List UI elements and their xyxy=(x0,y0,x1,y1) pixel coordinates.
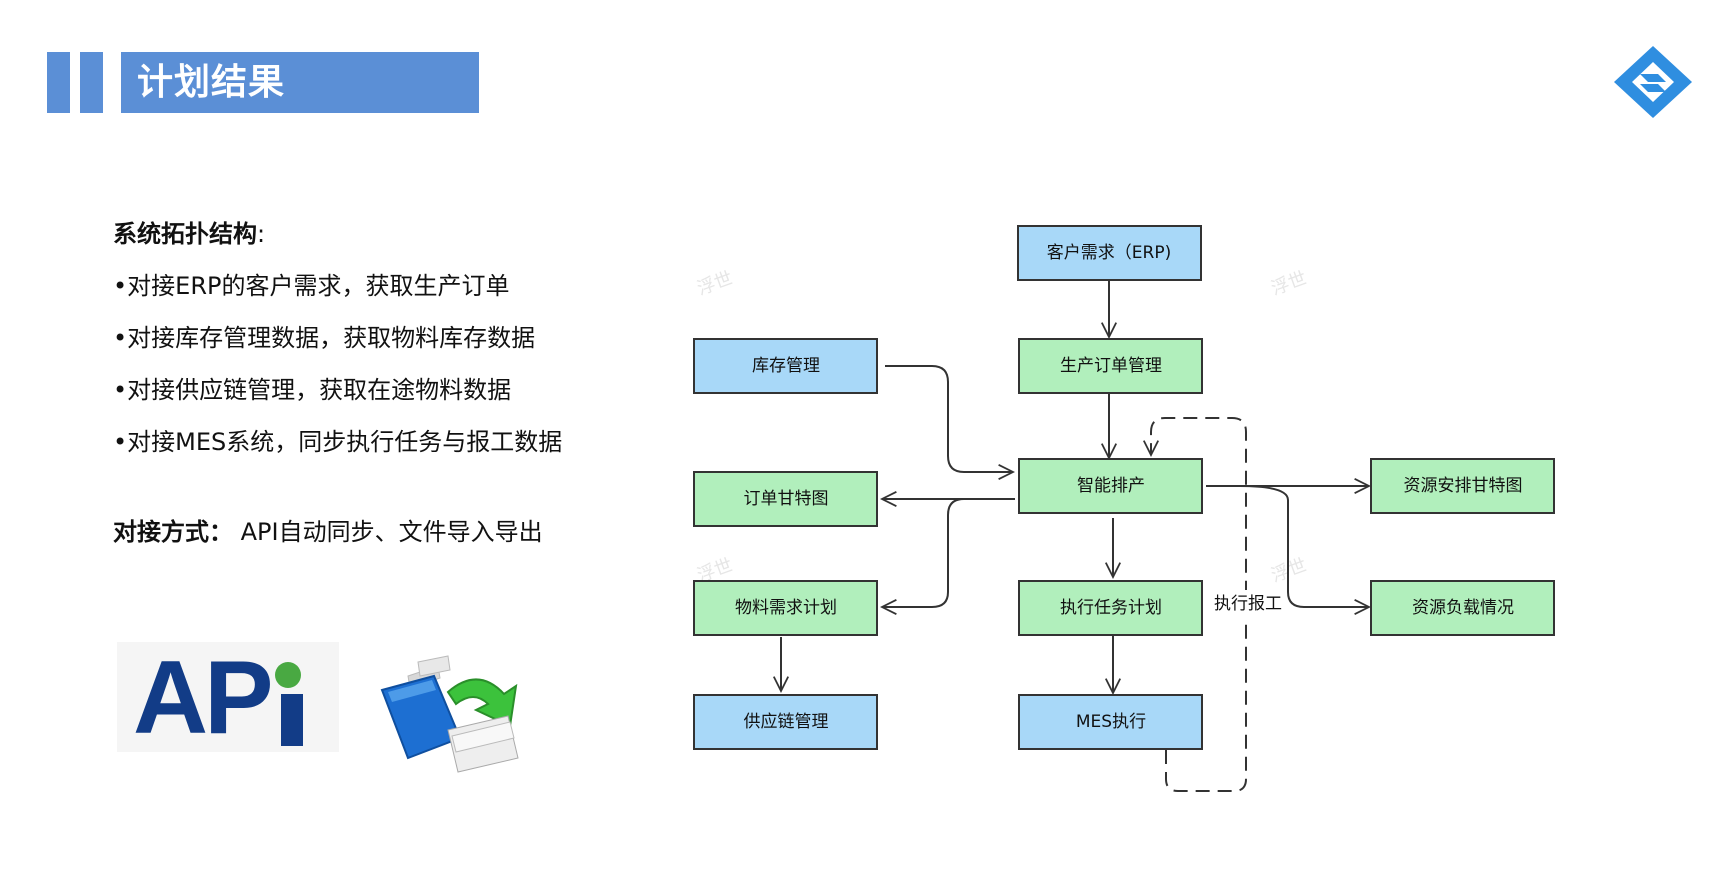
method-label: 对接方式： xyxy=(113,518,233,546)
method-line: 对接方式： API自动同步、文件导入导出 xyxy=(113,512,543,547)
node-label: 生产订单管理 xyxy=(1060,356,1162,376)
report-label-bg xyxy=(1209,590,1287,618)
node-mes-execution: MES执行 xyxy=(1018,694,1203,750)
node-resource-gantt: 资源安排甘特图 xyxy=(1370,458,1555,514)
company-logo-icon xyxy=(1614,46,1692,118)
node-label: 资源负载情况 xyxy=(1412,598,1514,618)
node-label: MES执行 xyxy=(1076,712,1146,732)
edge-sched-to-material xyxy=(882,498,965,607)
node-material-plan: 物料需求计划 xyxy=(693,580,878,636)
bullet-4: •对接MES系统，同步执行任务与报工数据 xyxy=(113,428,563,456)
node-label: 执行任务计划 xyxy=(1060,598,1162,618)
node-inventory-mgmt: 库存管理 xyxy=(693,338,878,394)
topology-colon: : xyxy=(257,220,266,248)
file-import-export-icon xyxy=(380,655,519,773)
node-label: 供应链管理 xyxy=(744,712,829,732)
node-label: 资源安排甘特图 xyxy=(1404,476,1523,496)
node-exec-task-plan: 执行任务计划 xyxy=(1018,580,1203,636)
edge-sched-to-resource-load xyxy=(1239,485,1369,607)
api-logo-dot-icon xyxy=(275,662,301,688)
bullet-3: •对接供应链管理，获取在途物料数据 xyxy=(113,376,512,404)
header-accent-bar-2 xyxy=(80,52,103,113)
bullet-2: •对接库存管理数据，获取物料库存数据 xyxy=(113,324,536,352)
topology-heading: 系统拓扑结构: xyxy=(113,214,265,249)
node-label: 订单甘特图 xyxy=(744,489,829,509)
node-label: 库存管理 xyxy=(752,356,820,376)
bullet-1: •对接ERP的客户需求，获取生产订单 xyxy=(113,272,510,300)
node-supply-chain-mgmt: 供应链管理 xyxy=(693,694,878,750)
edge-label-report: 执行报工 xyxy=(1214,594,1282,614)
node-smart-scheduling: 智能排产 xyxy=(1018,458,1203,514)
topology-title: 系统拓扑结构 xyxy=(113,220,257,248)
api-logo: AP xyxy=(117,642,339,752)
api-logo-text: AP xyxy=(133,640,273,756)
method-value: API自动同步、文件导入导出 xyxy=(240,518,543,546)
node-label: 客户需求（ERP) xyxy=(1047,243,1171,263)
node-production-order-mgmt: 生产订单管理 xyxy=(1018,338,1203,394)
header-accent-bar-1 xyxy=(47,52,70,113)
node-customer-demand-erp: 客户需求（ERP) xyxy=(1017,225,1202,281)
watermark: 浮世 xyxy=(1269,555,1310,587)
node-label: 智能排产 xyxy=(1077,476,1145,496)
api-logo-i-icon xyxy=(281,694,303,746)
node-label: 物料需求计划 xyxy=(735,598,837,618)
edge-inventory-to-sched xyxy=(885,365,1013,472)
node-order-gantt: 订单甘特图 xyxy=(693,471,878,527)
watermark: 浮世 xyxy=(1269,268,1310,300)
node-resource-load: 资源负载情况 xyxy=(1370,580,1555,636)
page-title: 计划结果 xyxy=(121,52,479,113)
watermark: 浮世 xyxy=(695,268,736,300)
